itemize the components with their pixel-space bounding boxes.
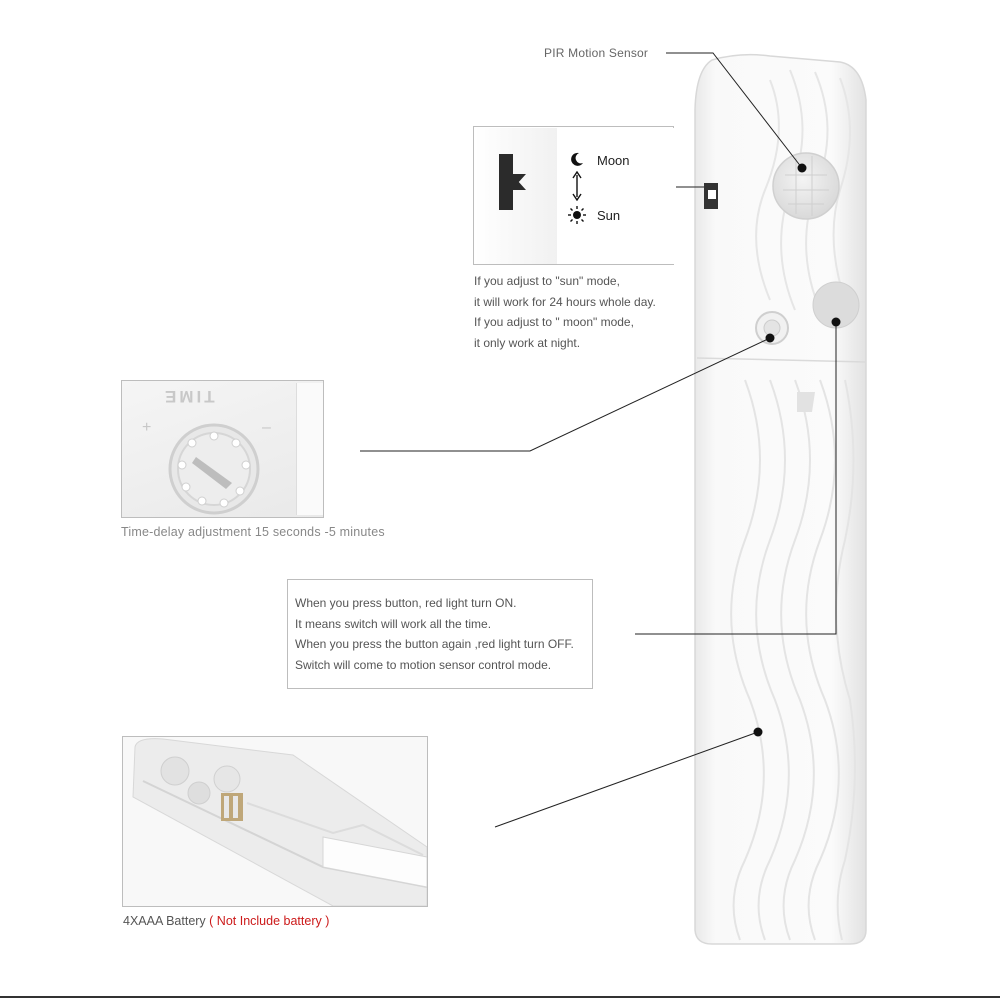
moon-icon bbox=[571, 152, 583, 166]
mode-description-line: it only work at night. bbox=[474, 335, 581, 350]
time-delay-caption: Time-delay adjustment 15 seconds -5 minu… bbox=[121, 525, 385, 539]
side-switch bbox=[704, 183, 718, 209]
mode-button bbox=[812, 281, 860, 329]
mode-description-line: If you adjust to " moon" mode, bbox=[474, 315, 634, 329]
time-dial-label: TIME bbox=[162, 387, 215, 406]
button-info-box: When you press button, red light turn ON… bbox=[287, 579, 593, 689]
device-body bbox=[694, 53, 867, 945]
button-info-line: It means switch will work all the time. bbox=[295, 616, 492, 631]
button-info-line: Switch will come to motion sensor contro… bbox=[295, 657, 552, 672]
button-info-line: When you press button, red light turn ON… bbox=[295, 596, 517, 610]
mode-description-line: If you adjust to "sun" mode, bbox=[474, 274, 620, 288]
switch-illustration bbox=[499, 154, 513, 210]
toggle-arrow-icon bbox=[572, 171, 582, 201]
battery-caption-row: 4XAAA Battery ( Not Include battery ) bbox=[123, 914, 329, 928]
sun-icon bbox=[568, 206, 586, 224]
sun-label: Sun bbox=[597, 208, 621, 223]
callout-dots bbox=[753, 163, 841, 737]
time-knob bbox=[755, 311, 789, 345]
time-dial-illustration bbox=[168, 423, 260, 515]
footer-divider bbox=[0, 996, 1000, 998]
button-info-line: When you press the button again ,red lig… bbox=[295, 637, 574, 651]
mode-switch-box: Moon Sun bbox=[473, 126, 674, 265]
battery-caption: 4XAAA Battery bbox=[123, 914, 206, 928]
time-delay-box: TIME + – bbox=[121, 380, 324, 518]
moon-label: Moon bbox=[597, 153, 630, 168]
pir-sensor-dome bbox=[772, 152, 840, 220]
battery-box bbox=[122, 736, 428, 907]
battery-compartment-illustration bbox=[132, 738, 427, 906]
pir-motion-sensor-label: PIR Motion Sensor bbox=[544, 46, 649, 60]
battery-note: ( Not Include battery ) bbox=[209, 914, 330, 928]
mode-description: If you adjust to "sun" mode, it will wor… bbox=[474, 271, 656, 353]
mode-description-line: it will work for 24 hours whole day. bbox=[474, 294, 656, 309]
